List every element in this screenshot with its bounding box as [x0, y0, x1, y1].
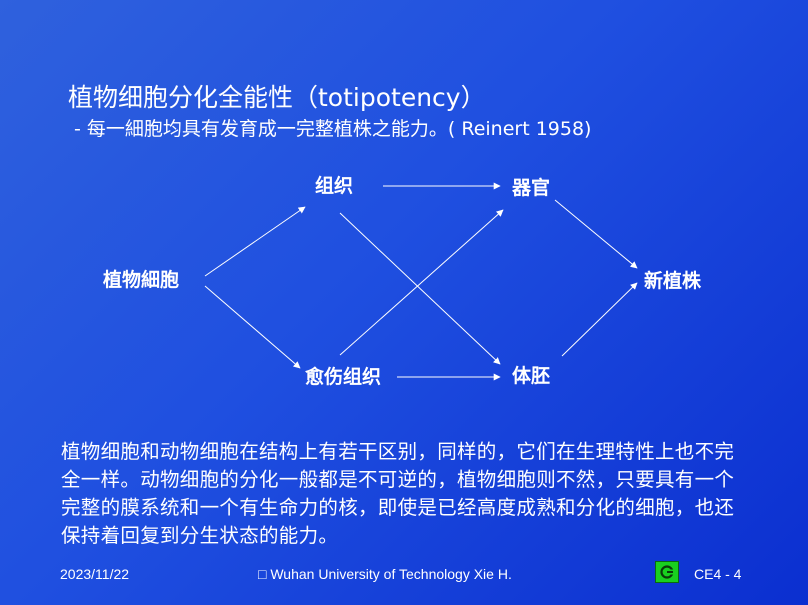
- arrow-plantcell-to-tissue: [204, 206, 306, 277]
- node-organ: 器官: [512, 177, 551, 199]
- arrow-tissue-to-embryoid: [339, 212, 501, 365]
- node-tissue: 组织: [315, 175, 354, 197]
- footer-date: 2023/11/22: [60, 566, 130, 582]
- node-callus: 愈伤组织: [305, 366, 382, 388]
- node-plant-cell: 植物細胞: [103, 269, 180, 291]
- body-paragraph: 植物细胞和动物细胞在结构上有若干区别，同样的，它们在生理特性上也不完全一样。动物…: [61, 440, 735, 547]
- arrow-plantcell-to-callus: [204, 285, 301, 369]
- return-icon[interactable]: [655, 561, 679, 583]
- arrow-callus-to-organ: [339, 209, 504, 356]
- node-embryoid: 体胚: [512, 365, 551, 387]
- arrow-embryoid-to-newplant: [561, 282, 638, 357]
- slide-subtitle: - 每一細胞均具有发育成一完整植株之能力。( Reinert 1958): [74, 118, 592, 140]
- node-new-plant: 新植株: [644, 270, 702, 292]
- green-return-icon: [660, 565, 675, 579]
- slide-title: 植物细胞分化全能性（totipotency）: [68, 83, 486, 112]
- footer-credit: □ Wuhan University of Technology Xie H.: [258, 566, 512, 582]
- footer-page-number: CE4 - 4: [694, 566, 742, 582]
- arrow-organ-to-newplant: [554, 199, 638, 269]
